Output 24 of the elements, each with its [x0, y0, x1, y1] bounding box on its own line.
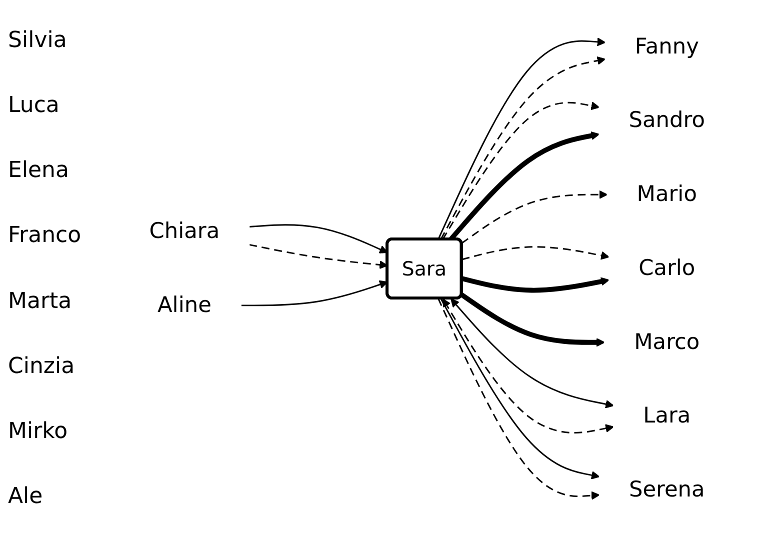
person-name: Silvia	[8, 28, 68, 54]
person-name: Elena	[8, 158, 70, 184]
arrow	[462, 246, 610, 260]
person-name: Marta	[8, 288, 73, 314]
node-text: Sandro	[628, 108, 705, 134]
node-text: Marco	[634, 330, 700, 355]
node-text: Serena	[628, 478, 705, 502]
arrow	[461, 276, 610, 293]
arrow	[461, 190, 608, 244]
person-name: Luca	[8, 93, 60, 118]
person-name: Mirko	[8, 418, 69, 444]
arrow	[442, 298, 614, 434]
person-name: Franco	[8, 223, 82, 248]
node-text: Fanny	[634, 34, 699, 60]
person-name: Cinzia	[8, 354, 76, 379]
arrow	[460, 292, 605, 347]
person-name: Ale	[8, 484, 44, 509]
node-text: Carlo	[638, 256, 696, 281]
node-text: Aline	[157, 293, 212, 318]
node-text: Lara	[642, 404, 691, 429]
arrow	[442, 102, 600, 240]
node-text: Mario	[636, 182, 697, 207]
arrow	[450, 298, 614, 408]
node-text: Chiara	[149, 219, 220, 244]
